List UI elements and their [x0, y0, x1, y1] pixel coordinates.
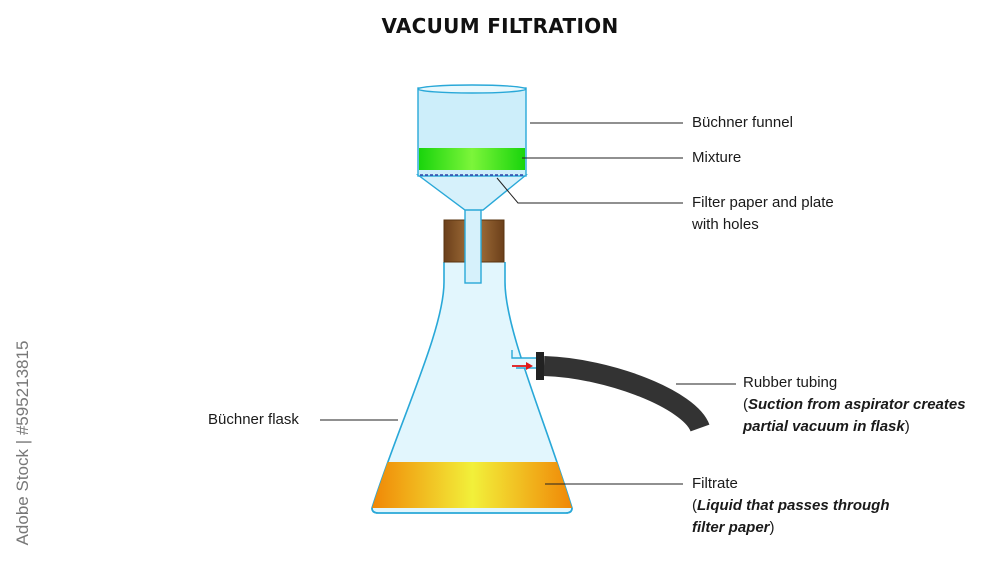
label-rubber-tubing-group: Rubber tubing (Suction from aspirator cr…	[743, 372, 966, 438]
label-filter-paper-line2: with holes	[692, 216, 759, 233]
label-mixture: Mixture	[692, 149, 742, 166]
label-rubber-tubing: Rubber tubing	[743, 374, 838, 391]
paren-close: )	[769, 519, 775, 536]
filtrate-text-2: filter paper	[692, 519, 770, 536]
label-filtrate: Filtrate	[692, 475, 738, 492]
label-buchner-funnel: Büchner funnel	[692, 114, 793, 131]
funnel-rim	[417, 84, 527, 94]
diagram-title: VACUUM FILTRATION	[381, 14, 619, 38]
leader-filter-paper	[496, 177, 683, 204]
suction-text-1: Suction from aspirator creates	[748, 396, 966, 413]
mixture-layer	[419, 148, 525, 170]
label-suction-line2: partial vacuum in flask)	[743, 416, 966, 438]
suction-arrow-icon	[512, 362, 533, 370]
paren-open: (	[743, 396, 748, 413]
suction-text-2: partial vacuum in flask	[743, 418, 905, 435]
paren-open: (	[692, 497, 697, 514]
stock-watermark-text: Adobe Stock | #595213815	[13, 340, 32, 546]
buchner-flask	[371, 262, 573, 514]
buchner-funnel	[415, 84, 528, 211]
label-filtrate-line2: filter paper)	[692, 517, 890, 539]
tubing-end	[536, 352, 544, 380]
label-filtrate-line1: (Liquid that passes through	[692, 495, 890, 517]
stock-watermark: Adobe Stock | #595213815	[8, 338, 38, 548]
label-filter-paper: Filter paper and plate with holes	[692, 192, 834, 236]
funnel-stem	[464, 204, 482, 284]
filtrate-liquid	[372, 462, 572, 508]
label-buchner-flask: Büchner flask	[208, 411, 299, 428]
label-filtrate-group: Filtrate (Liquid that passes through fil…	[692, 473, 890, 539]
paren-close: )	[904, 418, 910, 435]
label-filter-paper-line1: Filter paper and plate	[692, 194, 834, 211]
rubber-tubing	[543, 356, 710, 433]
filtrate-text-1: Liquid that passes through	[697, 497, 890, 514]
label-suction-line1: (Suction from aspirator creates	[743, 394, 966, 416]
